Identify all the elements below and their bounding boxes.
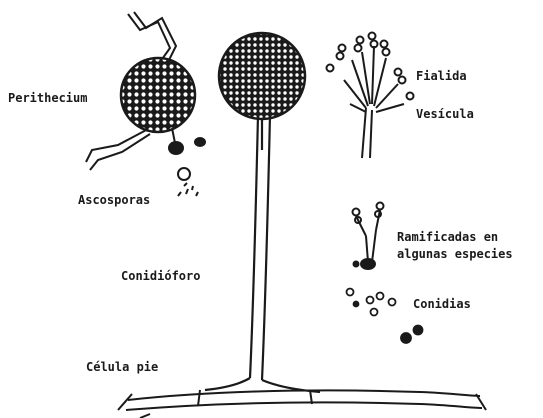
label-vesicula: Vesícula xyxy=(416,107,474,122)
label-ascosporas: Ascosporas xyxy=(78,193,150,208)
label-fialida: Fialida xyxy=(416,69,467,84)
foot-cell-hypha xyxy=(118,390,486,418)
label-ramificadas-line2: algunas especies xyxy=(397,247,513,262)
label-conidioforo: Conidióforo xyxy=(121,269,200,284)
ascospores xyxy=(168,137,206,196)
conidia xyxy=(347,289,423,344)
label-perithecium: Perithecium xyxy=(8,91,87,106)
ramificadas-branch xyxy=(353,203,384,270)
label-celula-pie: Célula pie xyxy=(86,360,158,375)
label-ramificadas-line1: Ramificadas en xyxy=(397,230,498,245)
fialida-vesicula xyxy=(327,33,414,159)
label-conidias: Conidias xyxy=(413,297,471,312)
conidiophore-main xyxy=(205,33,320,392)
